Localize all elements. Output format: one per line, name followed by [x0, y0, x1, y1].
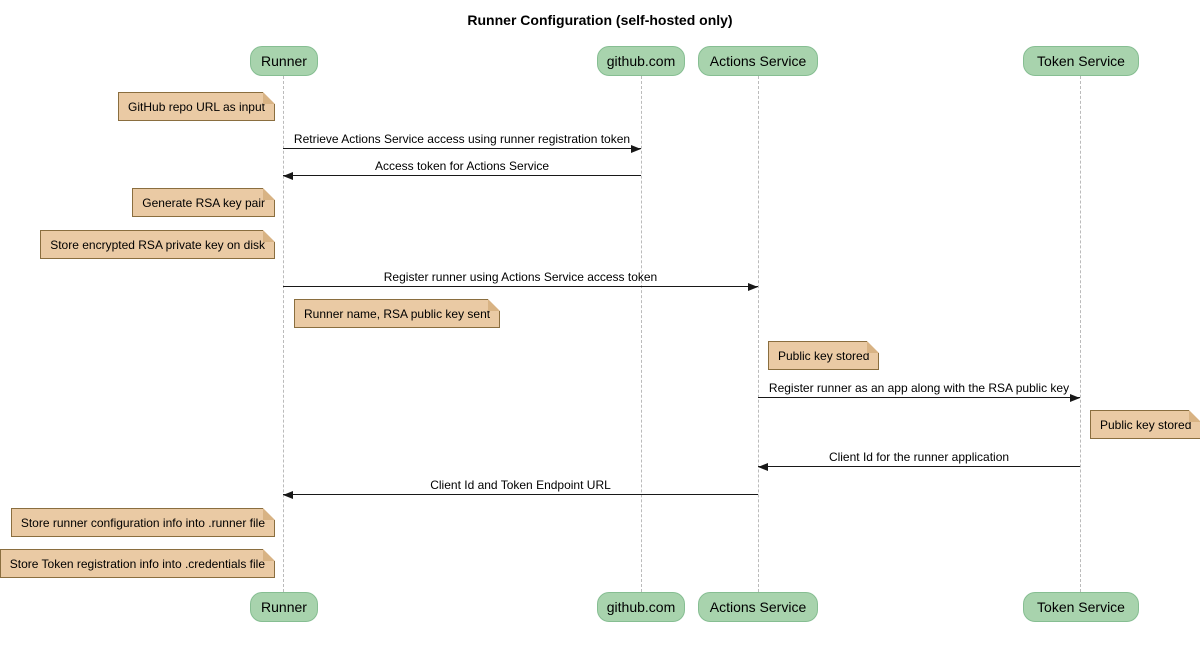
participant-runner-bottom: Runner — [250, 592, 318, 622]
message-line — [758, 463, 1080, 471]
note-store-credentials-file: Store Token registration info into .cred… — [0, 549, 276, 578]
message-label: Register runner as an app along with the… — [768, 381, 1070, 395]
participant-token-service-bottom: Token Service — [1023, 592, 1139, 622]
message-register-runner: Register runner using Actions Service ac… — [283, 270, 758, 291]
message-access-token: Access token for Actions Service — [283, 159, 641, 180]
arrowhead-left-icon — [283, 172, 293, 180]
note-generate-rsa-key: Generate RSA key pair — [132, 188, 275, 217]
message-client-id-app: Client Id for the runner application — [758, 450, 1080, 471]
participant-token-service-top: Token Service — [1023, 46, 1139, 76]
message-label: Retrieve Actions Service access using ru… — [293, 132, 631, 146]
lifeline-token-service — [1080, 76, 1081, 592]
message-client-id-endpoint: Client Id and Token Endpoint URL — [283, 478, 758, 499]
lifeline-runner — [283, 76, 284, 592]
message-register-app: Register runner as an app along with the… — [758, 381, 1080, 402]
note-store-runner-file: Store runner configuration info into .ru… — [10, 508, 276, 537]
participant-github-bottom: github.com — [597, 592, 685, 622]
arrowhead-left-icon — [758, 463, 768, 471]
participant-actions-service-bottom: Actions Service — [698, 592, 818, 622]
message-line — [758, 394, 1080, 402]
arrowhead-left-icon — [283, 491, 293, 499]
message-line — [283, 145, 641, 153]
message-retrieve-access: Retrieve Actions Service access using ru… — [283, 132, 641, 153]
participant-github-top: github.com — [597, 46, 685, 76]
message-line — [283, 491, 758, 499]
arrowhead-right-icon — [631, 145, 641, 153]
participant-actions-service-top: Actions Service — [698, 46, 818, 76]
arrowhead-right-icon — [1070, 394, 1080, 402]
message-line — [283, 283, 758, 291]
message-label: Client Id and Token Endpoint URL — [430, 478, 611, 492]
note-runner-name-sent: Runner name, RSA public key sent — [294, 299, 501, 328]
message-label: Register runner using Actions Service ac… — [383, 270, 658, 284]
arrowhead-right-icon — [748, 283, 758, 291]
participant-runner-top: Runner — [250, 46, 318, 76]
note-public-key-stored-token: Public key stored — [1090, 410, 1200, 439]
note-github-repo-url: GitHub repo URL as input — [118, 92, 275, 121]
lifeline-actions-service — [758, 76, 759, 592]
note-public-key-stored-actions: Public key stored — [768, 341, 880, 370]
diagram-title: Runner Configuration (self-hosted only) — [467, 12, 733, 28]
note-store-private-key: Store encrypted RSA private key on disk — [40, 230, 275, 259]
lifeline-github — [641, 76, 642, 592]
message-label: Client Id for the runner application — [828, 450, 1010, 464]
message-line — [283, 172, 641, 180]
message-label: Access token for Actions Service — [374, 159, 550, 173]
